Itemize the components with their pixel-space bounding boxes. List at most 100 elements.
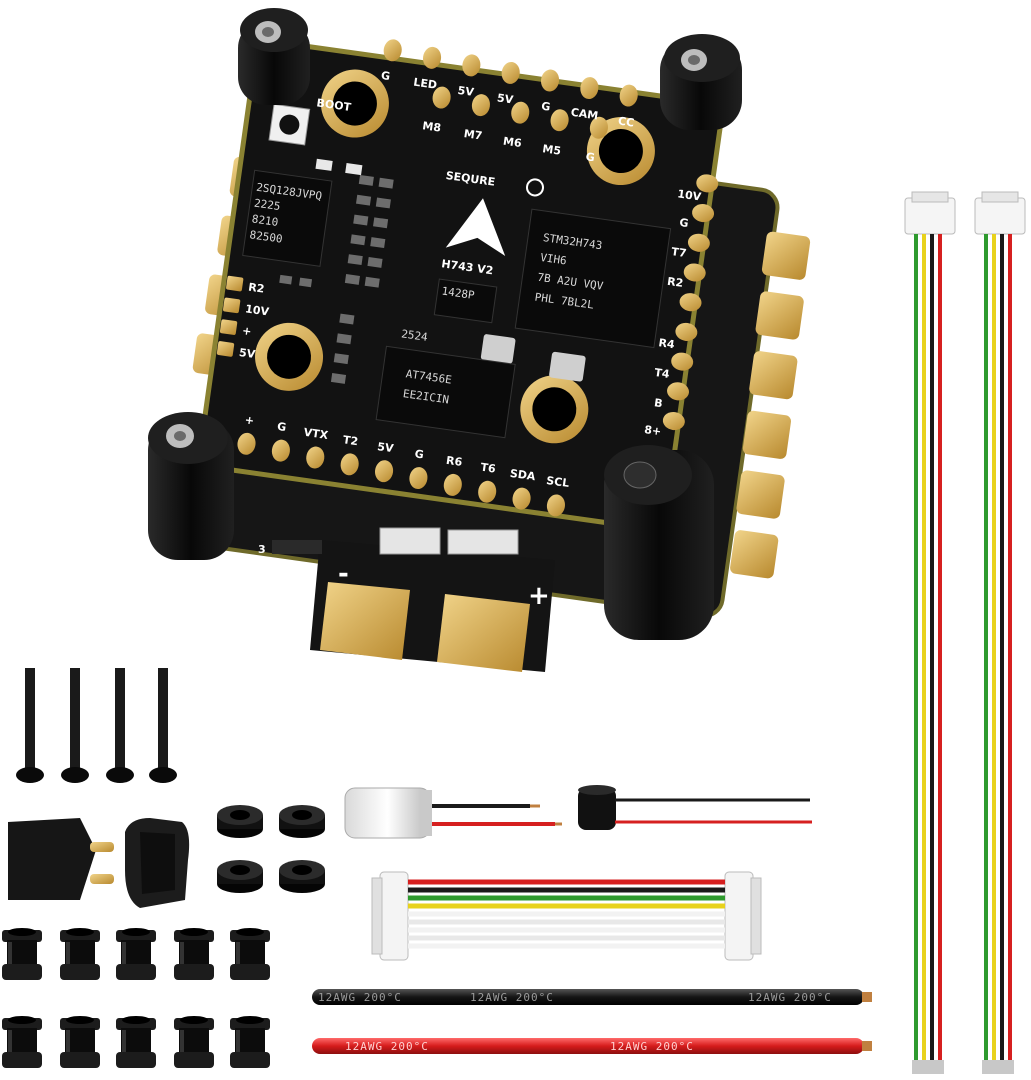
xt60-male-icon bbox=[8, 818, 114, 900]
svg-text:T7: T7 bbox=[671, 245, 688, 260]
right-pad-labels: 10V G T7 R2 R4 T4 B 8+ bbox=[643, 187, 703, 438]
svg-text:EE2ICIN: EE2ICIN bbox=[402, 387, 450, 406]
grommet-icon bbox=[230, 928, 270, 980]
standoffs bbox=[148, 8, 742, 640]
fc-stack: - + 3 bbox=[148, 8, 811, 672]
nut-icon bbox=[279, 860, 325, 893]
svg-text:LED: LED bbox=[413, 76, 438, 92]
bottom-pad-row bbox=[237, 432, 565, 517]
svg-text:1428P: 1428P bbox=[441, 285, 476, 303]
right-pad-column bbox=[662, 174, 719, 431]
svg-text:R6: R6 bbox=[445, 454, 463, 469]
svg-text:G: G bbox=[585, 150, 596, 164]
svg-text:8+: 8+ bbox=[643, 423, 662, 438]
svg-text:5V: 5V bbox=[457, 84, 475, 99]
screws bbox=[16, 668, 177, 783]
svg-text:G: G bbox=[679, 216, 690, 230]
black-power-wire: 12AWG 200°C 12AWG 200°C 12AWG 200°C bbox=[312, 989, 872, 1005]
osd-chip: AT7456E EE2ICIN bbox=[375, 345, 516, 439]
svg-text:R2: R2 bbox=[666, 275, 684, 290]
grommet-icon bbox=[60, 1016, 100, 1068]
svg-text:M7: M7 bbox=[463, 127, 483, 142]
svg-text:82500: 82500 bbox=[249, 228, 284, 245]
top-pad-row bbox=[383, 39, 638, 139]
black-wire-label-2: 12AWG 200°C bbox=[470, 991, 554, 1004]
svg-text:8210: 8210 bbox=[251, 212, 279, 229]
vertical-jst-cable-1 bbox=[904, 191, 956, 1074]
svg-text:R2: R2 bbox=[247, 281, 265, 296]
nut-icon bbox=[217, 805, 263, 838]
grommet-icon bbox=[116, 928, 156, 980]
svg-text:G: G bbox=[380, 69, 391, 83]
esc-power-tab: - + 3 bbox=[258, 527, 555, 672]
mounting-holes bbox=[255, 69, 655, 444]
grommet-icon bbox=[174, 928, 214, 980]
left-pad-column bbox=[216, 275, 244, 357]
grommet-icon bbox=[2, 928, 42, 980]
standoff-top-left bbox=[238, 8, 310, 105]
black-wire-label-3: 12AWG 200°C bbox=[748, 991, 832, 1004]
svg-text:10V: 10V bbox=[677, 187, 703, 203]
jst-ribbon-cable bbox=[371, 871, 762, 961]
svg-text:SDA: SDA bbox=[509, 467, 537, 483]
svg-text:G: G bbox=[276, 420, 287, 434]
svg-text:+: + bbox=[241, 324, 252, 338]
boot-button bbox=[268, 103, 311, 146]
red-power-wire: 12AWG 200°C 12AWG 200°C bbox=[312, 1038, 872, 1054]
svg-text:5V: 5V bbox=[238, 346, 256, 361]
red-wire-label-2: 12AWG 200°C bbox=[610, 1040, 694, 1053]
svg-text:M5: M5 bbox=[542, 142, 562, 157]
screw-icon bbox=[106, 668, 134, 783]
svg-text:CC: CC bbox=[617, 114, 635, 129]
svg-text:5V: 5V bbox=[377, 440, 395, 455]
screw-icon bbox=[149, 668, 177, 783]
screw-icon bbox=[61, 668, 89, 783]
nut-icon bbox=[217, 860, 263, 893]
xt60-connector bbox=[8, 818, 190, 908]
svg-text:R4: R4 bbox=[658, 336, 676, 351]
nut-icon bbox=[279, 805, 325, 838]
bottom-pad-labels: + G VTX T2 5V G R6 T6 SDA SCL bbox=[244, 413, 570, 490]
svg-text:SCL: SCL bbox=[545, 474, 570, 490]
grommet-icon bbox=[174, 1016, 214, 1068]
buzzer bbox=[578, 785, 812, 830]
standoff-bottom-right bbox=[604, 445, 714, 640]
screw-icon bbox=[16, 668, 44, 783]
svg-text:B: B bbox=[653, 396, 663, 410]
svg-text:VTX: VTX bbox=[303, 426, 330, 442]
capacitor bbox=[344, 787, 562, 839]
standoff-top-right bbox=[660, 34, 742, 130]
xt60-cap-icon bbox=[125, 818, 190, 908]
svg-text:AT7456E: AT7456E bbox=[405, 367, 453, 386]
flash-chip: 2SQ128JVPQ 2225 8210 82500 bbox=[242, 169, 333, 267]
fc-board: G LED 5V 5V G CAM CC M8 M7 M6 M5 G BOOT bbox=[198, 39, 724, 531]
grommet-icon bbox=[230, 1016, 270, 1068]
boot-label: BOOT bbox=[316, 96, 353, 114]
esc-pin-mark: 3 bbox=[258, 543, 266, 556]
grommet-icon bbox=[60, 928, 100, 980]
esc-plus-sign: + bbox=[528, 581, 550, 611]
svg-text:M6: M6 bbox=[502, 135, 523, 151]
svg-text:M8: M8 bbox=[422, 119, 442, 134]
svg-text:VIH6: VIH6 bbox=[539, 251, 567, 268]
svg-text:10V: 10V bbox=[244, 302, 270, 318]
esc-minus-sign: - bbox=[338, 559, 349, 589]
baro-code: 2524 bbox=[400, 327, 428, 344]
mcu-chip: STM32H743 VIH6 7B A2U VQV PHL 7BL2L bbox=[514, 208, 672, 349]
svg-text:+: + bbox=[244, 413, 255, 427]
red-wire-label-1: 12AWG 200°C bbox=[345, 1040, 429, 1053]
svg-text:2225: 2225 bbox=[253, 197, 281, 214]
svg-text:G: G bbox=[540, 100, 551, 114]
left-pad-labels: R2 10V + 5V bbox=[238, 281, 270, 362]
smd-components bbox=[279, 158, 394, 384]
standoff-bottom-left bbox=[148, 412, 234, 560]
top-pad-labels: G LED 5V 5V G CAM CC M8 M7 M6 M5 G BOOT bbox=[316, 69, 635, 164]
arrow-logo-icon bbox=[445, 198, 506, 256]
svg-text:G: G bbox=[414, 447, 425, 461]
esc-motor-pads bbox=[192, 156, 811, 579]
imu-chip: 1428P 2524 bbox=[400, 278, 586, 382]
svg-text:5V: 5V bbox=[496, 91, 514, 106]
vertical-jst-cable-2 bbox=[974, 191, 1026, 1074]
svg-text:CAM: CAM bbox=[570, 106, 599, 123]
